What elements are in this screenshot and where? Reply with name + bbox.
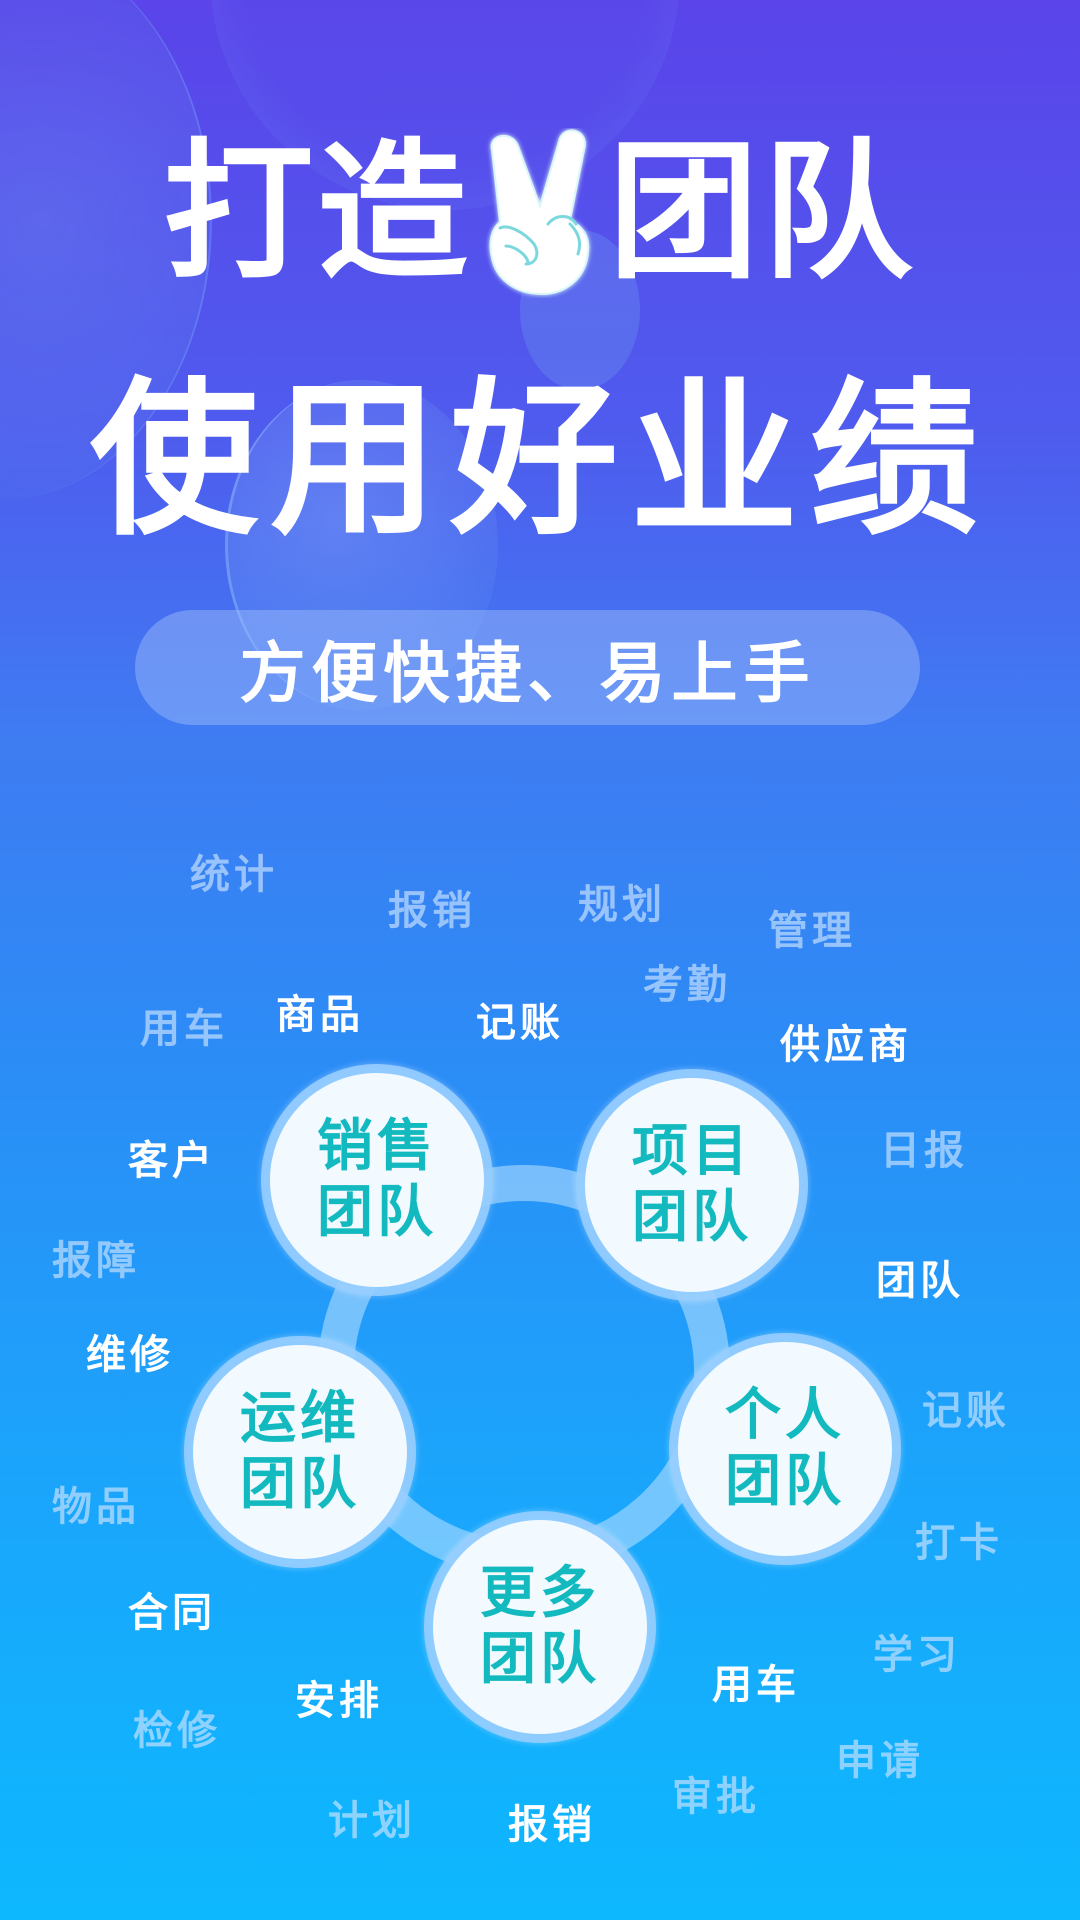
keyword-tag[interactable]: 合同 [128,1590,216,1636]
keyword-tag[interactable]: 用车 [140,1006,228,1052]
headline-line-2: 使用好业绩 [90,362,990,558]
keyword-tag[interactable]: 学习 [873,1632,961,1678]
team-node-personal[interactable]: 个人 团队 [678,1342,892,1556]
team-node-label: 运维 [240,1386,360,1451]
keyword-tag[interactable]: 物品 [52,1484,140,1530]
keyword-tag[interactable]: 报销 [508,1802,596,1848]
team-node-label: 团队 [480,1627,600,1692]
keyword-tag[interactable]: 审批 [672,1774,760,1820]
keyword-tag[interactable]: 记账 [922,1388,1010,1434]
headline-text-right: 团队 [608,126,917,300]
keyword-tag[interactable]: 维修 [86,1332,174,1378]
keyword-tag[interactable]: 团队 [876,1258,964,1304]
headline-text-left: 打造 [163,126,472,300]
keyword-tag[interactable]: 打卡 [915,1520,1003,1566]
keyword-tag[interactable]: 报障 [52,1238,140,1284]
keyword-tag[interactable]: 日报 [880,1128,968,1174]
team-node-label: 个人 [725,1383,845,1448]
team-node-label: 项目 [632,1119,752,1184]
keyword-tag[interactable]: 商品 [276,992,364,1038]
headline-line-1: 打造 团队 [0,128,1080,298]
team-node-more[interactable]: 更多 团队 [433,1520,647,1734]
keyword-tag[interactable]: 安排 [295,1678,383,1724]
team-node-label: 团队 [317,1180,437,1245]
team-node-label: 团队 [725,1449,845,1514]
keyword-tag[interactable]: 规划 [578,882,666,928]
keyword-tag[interactable]: 检修 [133,1708,221,1754]
team-node-label: 销售 [317,1114,437,1179]
keyword-tag[interactable]: 记账 [476,1000,564,1046]
keyword-tag[interactable]: 统计 [190,852,278,898]
tagline-text: 方便快捷、易上手 [239,634,816,712]
team-node-operations[interactable]: 运维 团队 [193,1345,407,1559]
team-node-project[interactable]: 项目 团队 [585,1078,799,1292]
victory-hand-icon [478,128,603,298]
keyword-tag[interactable]: 报销 [388,888,476,934]
keyword-tag[interactable]: 用车 [712,1662,800,1708]
keyword-tag[interactable]: 申请 [836,1738,924,1784]
keyword-tag[interactable]: 客户 [128,1138,216,1184]
keyword-tag[interactable]: 管理 [768,908,856,954]
keyword-tag[interactable]: 计划 [328,1798,416,1844]
team-node-label: 团队 [632,1185,752,1250]
team-node-sales[interactable]: 销售 团队 [270,1073,484,1287]
tagline-pill: 方便快捷、易上手 [135,610,920,725]
team-node-label: 更多 [480,1561,600,1626]
keyword-tag[interactable]: 供应商 [780,1022,912,1068]
keyword-tag[interactable]: 考勤 [643,962,731,1008]
team-node-label: 团队 [240,1452,360,1517]
